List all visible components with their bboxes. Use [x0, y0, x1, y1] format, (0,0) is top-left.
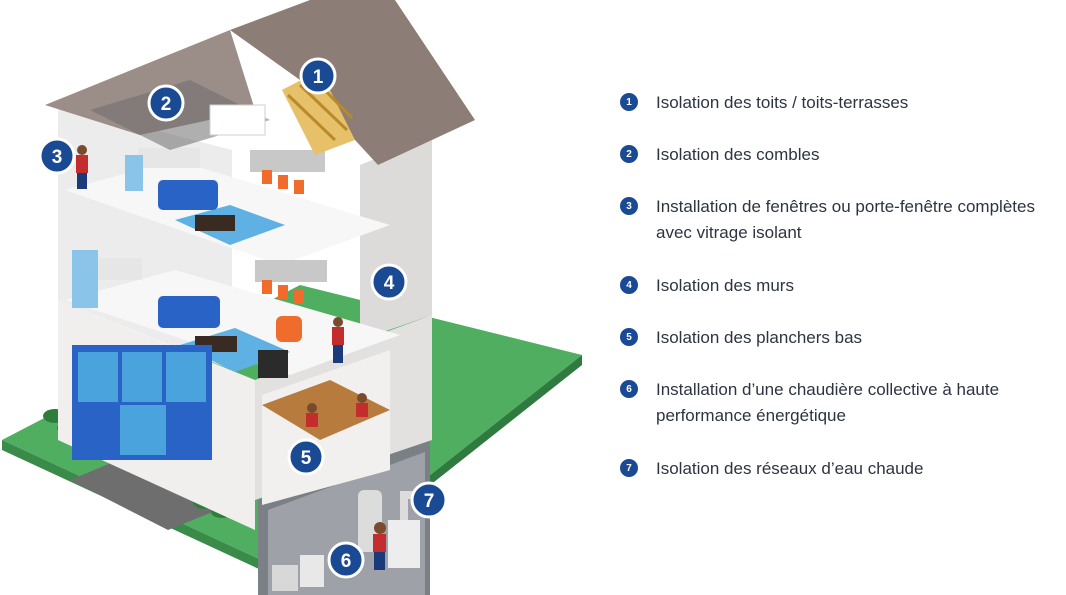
- chairs-middle: [262, 280, 304, 304]
- washing-machine: [300, 555, 324, 587]
- callout-7: 7: [410, 481, 448, 519]
- legend-item-7: 7 Isolation des réseaux d’eau chaude: [620, 456, 1060, 482]
- worker-wall: [332, 317, 344, 363]
- svg-text:4: 4: [384, 273, 395, 294]
- svg-text:6: 6: [341, 551, 352, 572]
- legend-item-5: 5 Isolation des planchers bas: [620, 325, 1060, 351]
- callout-6: 6: [327, 541, 365, 579]
- attic-insulation: [282, 70, 355, 155]
- roof-right-pane: [230, 0, 475, 165]
- dining-table-top: [250, 150, 325, 172]
- number-badge: 1: [620, 93, 638, 111]
- legend-label: Isolation des combles: [656, 145, 820, 164]
- bed: [209, 104, 266, 136]
- svg-text:7: 7: [424, 491, 435, 512]
- fridge-top: [125, 155, 143, 191]
- legend-item-3: 3 Installation de fenêtres ou porte-fenê…: [620, 194, 1060, 246]
- number-badge: 3: [620, 197, 638, 215]
- legend-label: Installation d’une chaudière collective …: [656, 380, 1000, 425]
- upper-right-wall: [360, 135, 432, 340]
- svg-text:3: 3: [52, 147, 63, 168]
- workers-floor: [306, 393, 368, 427]
- sofa-middle: [158, 296, 220, 328]
- svg-text:5: 5: [301, 448, 312, 469]
- sofa-top: [158, 180, 218, 210]
- kitchen-middle: [98, 258, 142, 280]
- armchair: [276, 316, 302, 342]
- legend-item-1: 1 Isolation des toits / toits-terrasses: [620, 90, 1060, 116]
- callout-2: 2: [147, 84, 185, 122]
- garden-path: [70, 455, 230, 530]
- worker-basement: [373, 522, 386, 570]
- floor-middle: [65, 270, 400, 375]
- number-badge: 6: [620, 380, 638, 398]
- legend-item-4: 4 Isolation des murs: [620, 273, 1060, 299]
- legend-label: Isolation des murs: [656, 276, 794, 295]
- legend-label: Isolation des réseaux d’eau chaude: [656, 459, 924, 478]
- number-badge: 5: [620, 328, 638, 346]
- legend-label: Isolation des planchers bas: [656, 328, 863, 347]
- callout-3: 3: [38, 137, 76, 175]
- worker-window: [76, 145, 88, 189]
- svg-text:1: 1: [313, 67, 324, 88]
- house-cutaway-illustration: 1 2 3 4 5 6 7: [2, 0, 582, 595]
- chairs-top: [262, 170, 304, 194]
- kitchen-top: [138, 148, 200, 168]
- number-badge: 4: [620, 276, 638, 294]
- legend-item-6: 6 Installation d’une chaudière collectiv…: [620, 377, 1060, 429]
- callout-5: 5: [287, 438, 325, 476]
- sink-cabinet: [272, 565, 298, 591]
- legend-item-2: 2 Isolation des combles: [620, 142, 1060, 168]
- front-windows: [72, 345, 212, 460]
- dining-table-middle: [255, 260, 327, 282]
- callout-4: 4: [370, 263, 408, 301]
- coffee-table-top: [195, 215, 235, 231]
- legend-label: Isolation des toits / toits-terrasses: [656, 93, 909, 112]
- fridge-middle: [72, 250, 98, 308]
- tv: [258, 350, 288, 378]
- legend-label: Installation de fenêtres ou porte-fenêtr…: [656, 197, 1035, 242]
- svg-text:2: 2: [161, 94, 172, 115]
- number-badge: 7: [620, 459, 638, 477]
- number-badge: 2: [620, 145, 638, 163]
- callout-1: 1: [299, 57, 337, 95]
- boiler: [388, 520, 420, 568]
